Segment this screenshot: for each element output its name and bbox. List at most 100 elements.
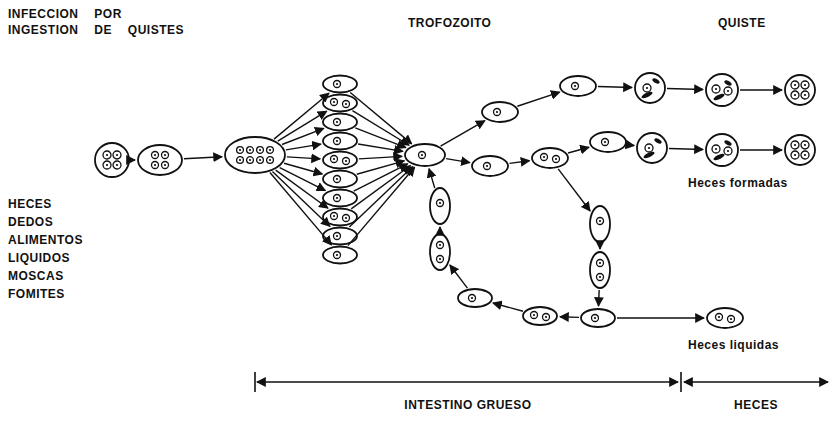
karyosome bbox=[555, 158, 557, 160]
karyosome bbox=[794, 84, 796, 86]
karyosome bbox=[345, 217, 347, 219]
karyosome bbox=[604, 141, 606, 143]
cell-membrane bbox=[590, 206, 610, 242]
cells bbox=[95, 73, 815, 328]
trophozoite bbox=[323, 190, 357, 207]
nucleus bbox=[103, 161, 111, 169]
source-label: FOMITES bbox=[8, 287, 65, 301]
chromatoid-body bbox=[724, 79, 733, 86]
feces-label: Heces liquidas bbox=[688, 338, 779, 352]
chromatoid-body bbox=[652, 77, 661, 84]
nucleus bbox=[597, 218, 604, 225]
source-label: MOSCAS bbox=[8, 269, 64, 283]
region-tick bbox=[254, 372, 256, 392]
cycle-arrow bbox=[446, 159, 470, 163]
nucleus bbox=[247, 147, 254, 154]
nucleus bbox=[247, 157, 254, 164]
karyosome bbox=[486, 165, 488, 167]
trophozoite bbox=[323, 171, 357, 188]
karyosome bbox=[496, 111, 498, 113]
nucleus bbox=[103, 151, 111, 159]
nucleus bbox=[791, 81, 799, 89]
stage-label: TROFOZOITO bbox=[408, 16, 491, 30]
chromatoid-body bbox=[713, 92, 726, 101]
cell-membrane bbox=[323, 247, 357, 264]
nucleus bbox=[791, 141, 799, 149]
nucleus bbox=[257, 147, 264, 154]
cell-membrane bbox=[323, 133, 357, 150]
nucleus bbox=[801, 91, 809, 99]
nucleus bbox=[801, 81, 809, 89]
cell-membrane bbox=[560, 76, 596, 96]
karyosome bbox=[249, 149, 251, 151]
cycle-arrow bbox=[429, 169, 435, 188]
cycle-arrow bbox=[352, 111, 409, 146]
karyosome bbox=[533, 314, 535, 316]
karyosome bbox=[336, 235, 338, 237]
cell-membrane bbox=[523, 307, 557, 325]
trophozoite bbox=[560, 76, 596, 96]
nucleus bbox=[712, 85, 720, 93]
region-label: HECES bbox=[734, 398, 778, 412]
nucleus bbox=[331, 213, 338, 220]
nucleus bbox=[334, 81, 341, 88]
cycle-arrow bbox=[348, 167, 415, 245]
cell-membrane bbox=[323, 152, 357, 169]
karyosome bbox=[269, 149, 271, 151]
nucleus bbox=[531, 312, 538, 319]
chromatoid-body bbox=[713, 152, 726, 161]
karyosome bbox=[727, 90, 729, 92]
source-label: HECES bbox=[8, 197, 52, 211]
region-ticks bbox=[255, 372, 681, 392]
nucleus bbox=[724, 147, 732, 155]
trophozoite bbox=[532, 148, 568, 168]
cycle-arrow bbox=[558, 169, 590, 211]
cell-membrane bbox=[635, 73, 665, 103]
karyosome bbox=[804, 154, 806, 156]
cycle-arrow bbox=[627, 144, 634, 146]
cell-membrane bbox=[458, 289, 492, 307]
cycle-arrow bbox=[274, 93, 329, 139]
nucleus bbox=[716, 314, 723, 321]
karyosome bbox=[715, 148, 717, 150]
cyst bbox=[785, 75, 815, 105]
karyosome bbox=[718, 316, 720, 318]
region-axis bbox=[257, 382, 828, 383]
karyosome bbox=[421, 154, 423, 156]
karyosome bbox=[471, 297, 473, 299]
karyosome bbox=[345, 160, 347, 162]
cycle-arrow bbox=[517, 92, 559, 106]
trophozoite bbox=[323, 209, 357, 226]
trophozoite bbox=[430, 188, 450, 224]
nucleus bbox=[343, 158, 350, 165]
feces-label: Heces formadas bbox=[688, 176, 788, 190]
karyosome bbox=[439, 244, 441, 246]
cell-membrane bbox=[482, 102, 518, 122]
nucleus bbox=[791, 91, 799, 99]
karyosome bbox=[599, 276, 601, 278]
nucleus bbox=[162, 152, 169, 159]
karyosome bbox=[154, 164, 156, 166]
trophozoite bbox=[581, 309, 615, 327]
nucleus bbox=[469, 295, 476, 302]
karyosome bbox=[804, 94, 806, 96]
cycle-arrow bbox=[560, 316, 579, 318]
trophozoite bbox=[323, 76, 357, 93]
nucleus bbox=[724, 87, 732, 95]
karyosome bbox=[646, 87, 648, 89]
nucleus bbox=[801, 151, 809, 159]
trophozoite bbox=[323, 114, 357, 131]
cycle-arrow bbox=[350, 93, 411, 144]
nucleus bbox=[728, 316, 735, 323]
karyosome bbox=[154, 154, 156, 156]
cycle-arrow bbox=[493, 303, 523, 311]
nucleus bbox=[334, 233, 341, 240]
cell-membrane bbox=[405, 144, 445, 166]
cyst bbox=[637, 133, 667, 163]
nucleus bbox=[334, 176, 341, 183]
karyosome bbox=[106, 164, 108, 166]
nucleus bbox=[553, 156, 560, 163]
karyosome bbox=[269, 159, 271, 161]
karyosome bbox=[599, 220, 601, 222]
karyosome bbox=[336, 254, 338, 256]
